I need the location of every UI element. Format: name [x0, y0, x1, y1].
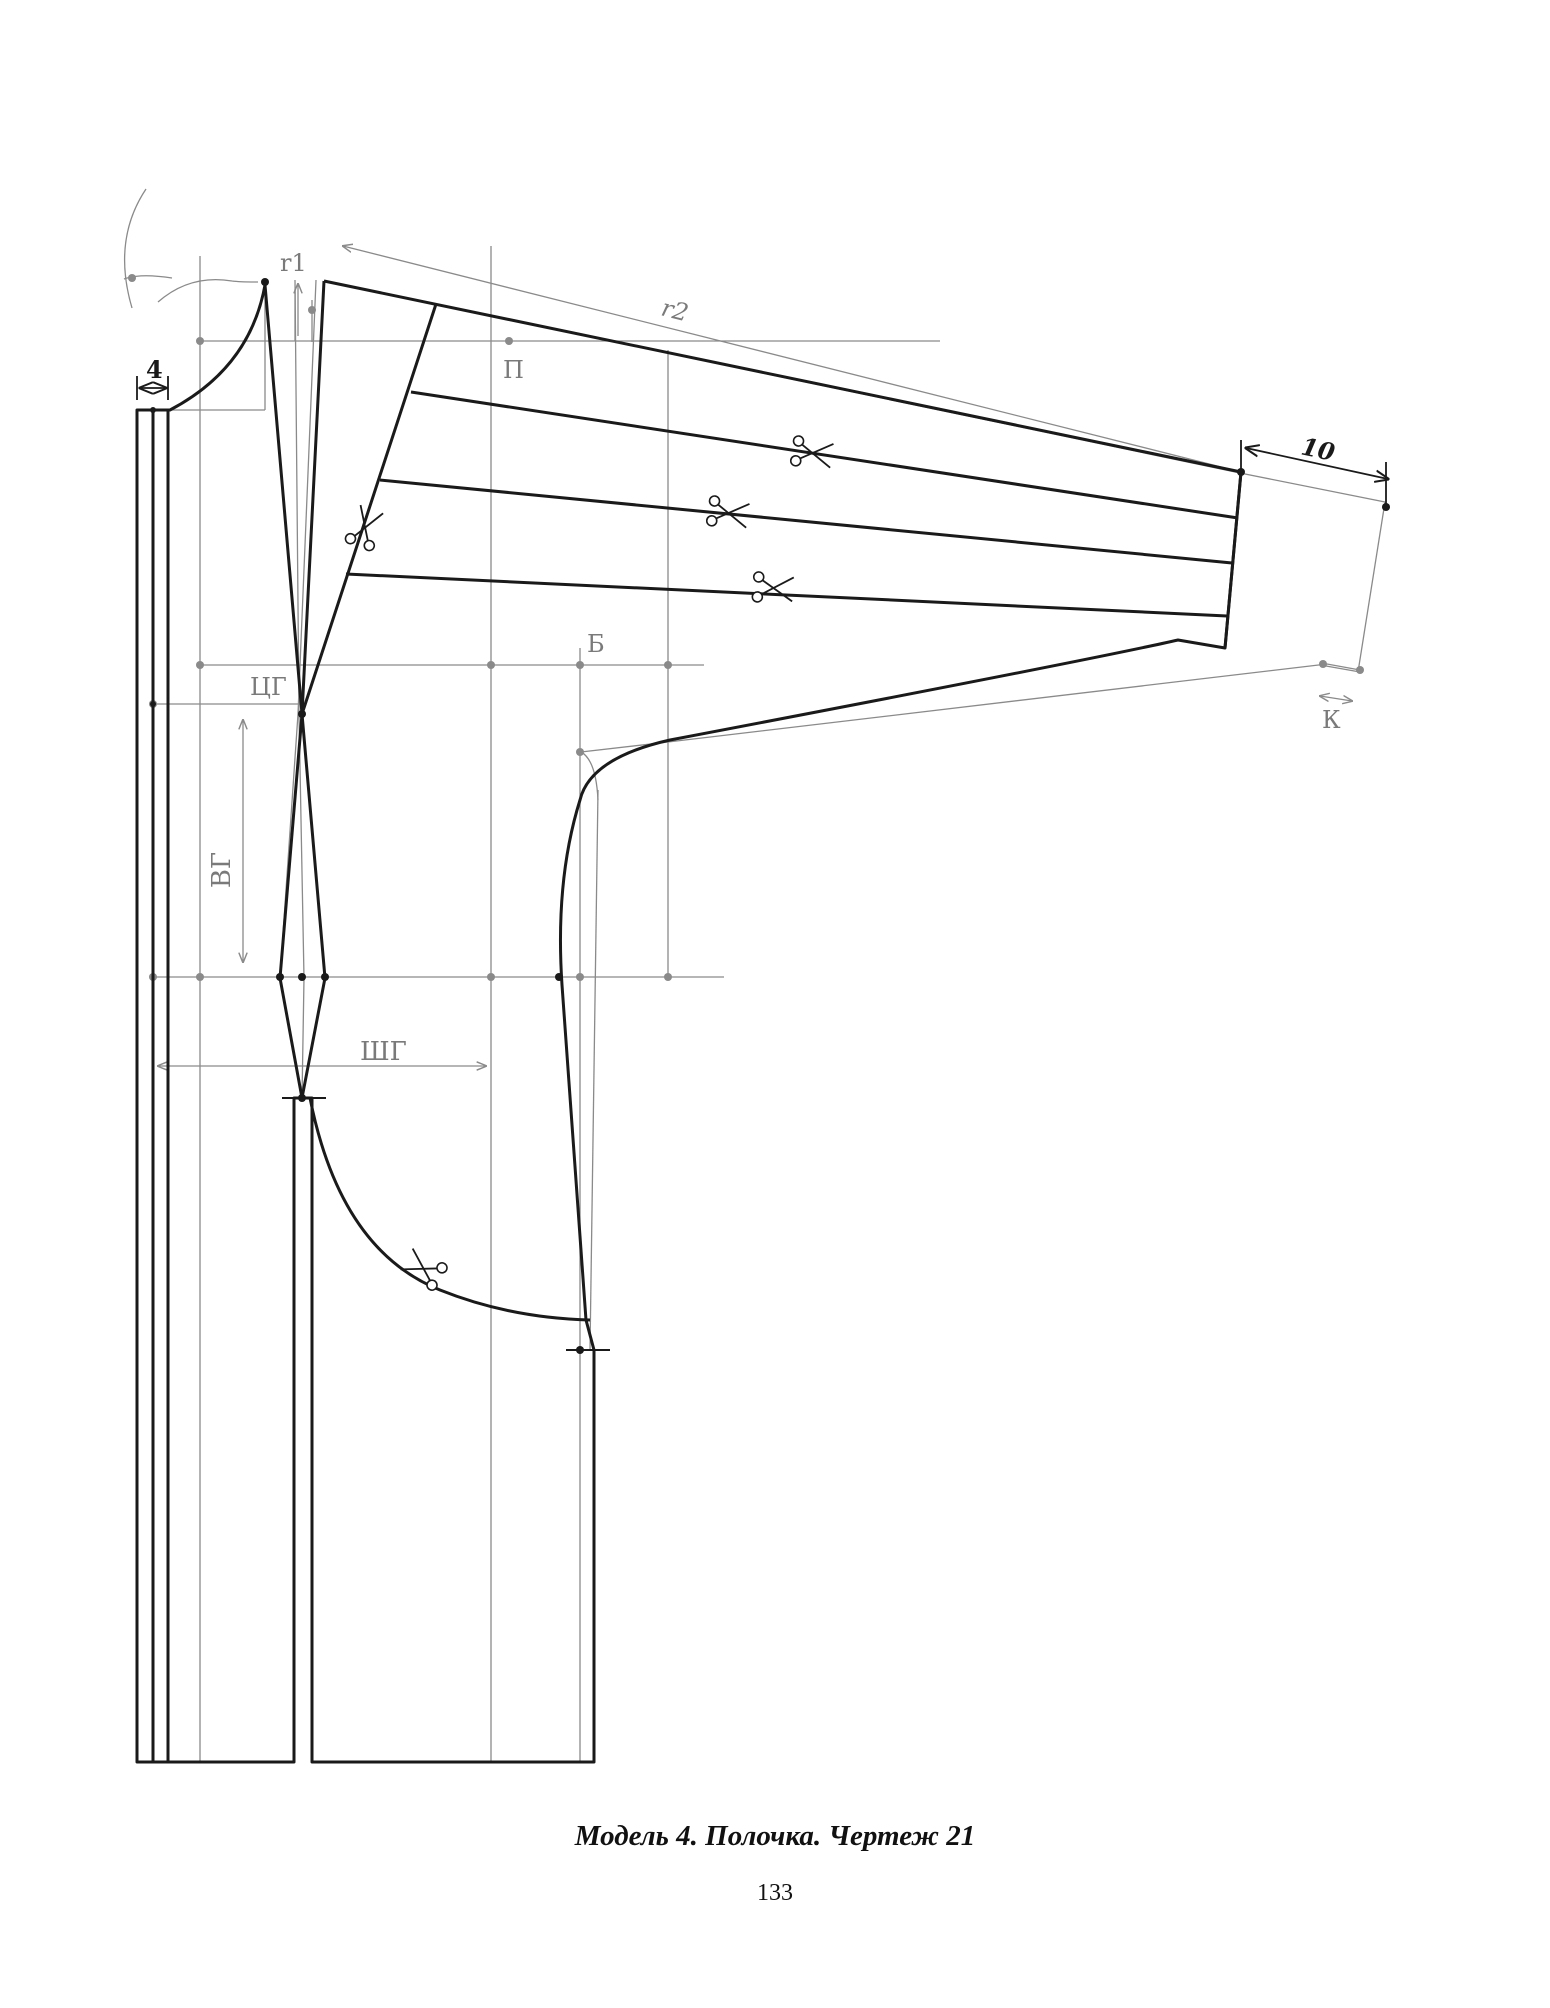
- pattern-outline: [135, 279, 1243, 1764]
- label-r1: r1: [280, 249, 307, 277]
- label-cuff: К: [1322, 706, 1341, 734]
- notch-marks: [282, 1097, 610, 1351]
- label-bust-point: Б: [587, 630, 605, 658]
- scissors-icon: [398, 1245, 450, 1293]
- dimension-arrows: [158, 246, 1352, 1066]
- dark-dimensions: [136, 376, 1388, 505]
- dimension-placket-width: 4: [146, 355, 163, 384]
- scissors-icon: [789, 434, 835, 472]
- construction-points: [128, 274, 1364, 981]
- label-bust-width: ШГ: [360, 1037, 407, 1067]
- label-r2: r2: [659, 294, 692, 328]
- figure-caption: Модель 4. Полочка. Чертеж 21: [574, 1820, 976, 1852]
- page-number: 133: [757, 1880, 793, 1906]
- dimension-sleeve-extension: 10: [1299, 432, 1338, 467]
- label-bust-centre: ЦГ: [250, 673, 287, 701]
- pattern-points: [150, 278, 1390, 1354]
- label-bust-height: ВГ: [207, 852, 237, 888]
- label-shoulder-point: П: [503, 356, 524, 384]
- scissors-icon: [751, 570, 795, 606]
- scissors-icon: [343, 503, 387, 553]
